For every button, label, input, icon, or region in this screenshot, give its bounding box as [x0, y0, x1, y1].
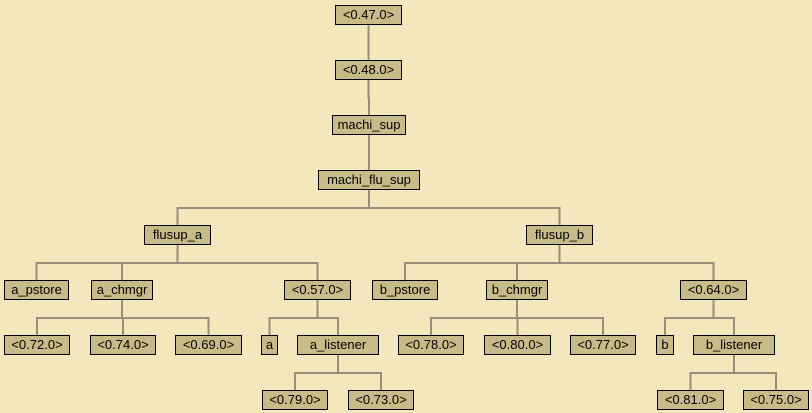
- tree-node-root-pid[interactable]: <0.47.0>: [335, 5, 402, 25]
- tree-edge: [558, 245, 715, 280]
- tree-node-pid[interactable]: <0.77.0>: [570, 335, 636, 355]
- tree-node-pid[interactable]: <0.73.0>: [348, 390, 414, 410]
- tree-edge: [176, 245, 319, 280]
- tree-node-pid[interactable]: <0.75.0>: [743, 390, 809, 410]
- tree-edge: [121, 245, 179, 280]
- tree-edge: [733, 355, 777, 390]
- tree-node-pid[interactable]: <0.74.0>: [90, 335, 156, 355]
- tree-edge: [516, 245, 561, 280]
- tree-node-b[interactable]: b: [656, 335, 674, 355]
- tree-node-pid[interactable]: <0.80.0>: [484, 335, 551, 355]
- tree-edge: [368, 190, 561, 225]
- tree-node-pid[interactable]: <0.79.0>: [262, 390, 328, 410]
- tree-edge: [689, 355, 735, 390]
- tree-edge: [337, 355, 382, 390]
- tree-edge: [36, 300, 123, 335]
- tree-node-a-pstore[interactable]: a_pstore: [4, 280, 69, 300]
- tree-edge: [516, 300, 604, 335]
- tree-edge: [316, 300, 339, 335]
- tree-node-pid[interactable]: <0.69.0>: [175, 335, 242, 355]
- tree-edge: [712, 300, 735, 335]
- tree-node-flusup-a[interactable]: flusup_a: [144, 225, 211, 245]
- tree-node-pid[interactable]: <0.64.0>: [680, 280, 747, 300]
- tree-node-pid[interactable]: <0.81.0>: [657, 390, 724, 410]
- tree-edge: [176, 190, 370, 225]
- tree-edge: [430, 300, 518, 335]
- tree-node-a[interactable]: a: [261, 335, 278, 355]
- tree-node-a-chmgr[interactable]: a_chmgr: [91, 280, 153, 300]
- tree-node-machi-sup[interactable]: machi_sup: [332, 115, 406, 135]
- tree-node-pid[interactable]: <0.57.0>: [284, 280, 351, 300]
- tree-node-machi-flu-sup[interactable]: machi_flu_sup: [318, 170, 420, 190]
- tree-edge: [294, 355, 339, 390]
- tree-node-pid[interactable]: <0.78.0>: [398, 335, 464, 355]
- tree-node-a-listener[interactable]: a_listener: [297, 335, 379, 355]
- tree-node-flusup-b[interactable]: flusup_b: [526, 225, 593, 245]
- tree-node-b-listener[interactable]: b_listener: [693, 335, 775, 355]
- tree-edge: [268, 300, 319, 335]
- tree-node-b-pstore[interactable]: b_pstore: [372, 280, 438, 300]
- tree-node-pid[interactable]: <0.72.0>: [4, 335, 70, 355]
- tree-edge: [367, 80, 370, 115]
- tree-edge: [664, 300, 715, 335]
- tree-node-b-chmgr[interactable]: b_chmgr: [486, 280, 548, 300]
- tree-edge: [121, 300, 210, 335]
- tree-node-pid[interactable]: <0.48.0>: [335, 60, 402, 80]
